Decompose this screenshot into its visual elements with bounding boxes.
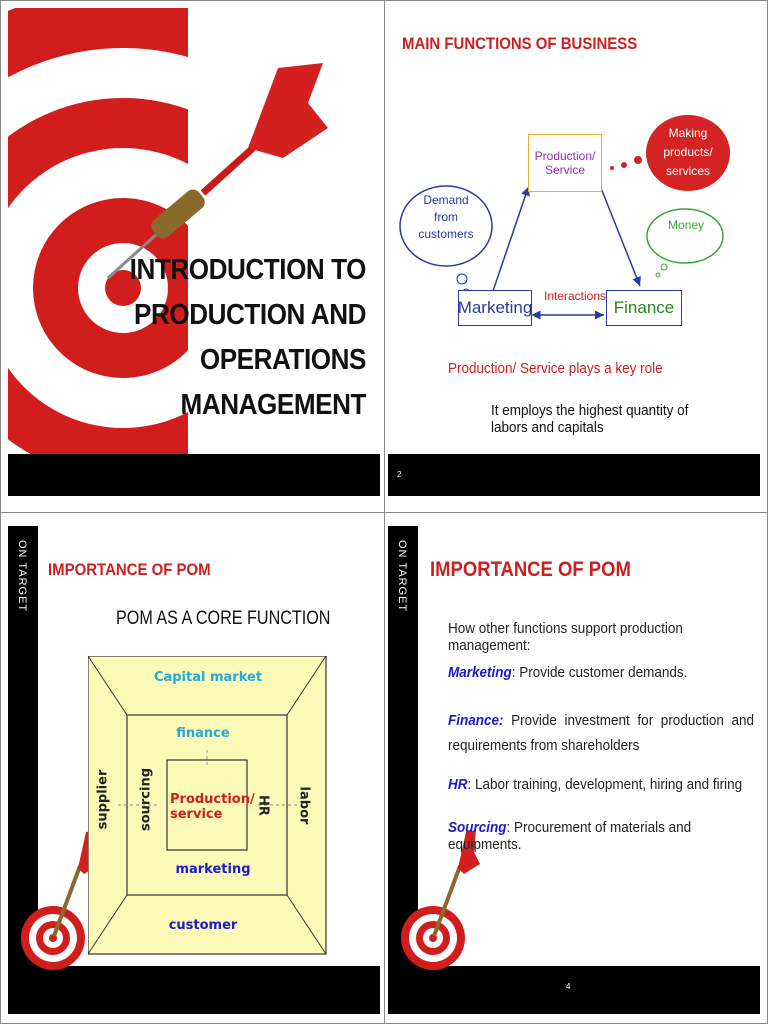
employs-text: It employs the highest quantity of labor… [491,402,689,436]
finance-label: Finance [613,298,675,317]
text-finance: Provide investment for production and re… [448,712,754,754]
footer-bar [8,966,380,1014]
term-sourcing: Sourcing [448,819,507,836]
core-function-diagram [88,656,327,955]
intro-text: How other functions support production m… [448,620,683,654]
slide-title: MAIN FUNCTIONS OF BUSINESS [402,34,638,53]
text-hr: : Labor training, development, hiring an… [467,776,743,793]
money-label: Money [668,218,705,232]
interactions-label: Interactions [544,289,607,303]
production-label: Production/ Service [534,149,596,177]
dartboard-icon [8,8,380,458]
footer-bar [8,454,380,496]
slide-title: INTRODUCTION TO PRODUCTION AND OPERATION… [44,248,367,428]
slide-1: INTRODUCTION TO PRODUCTION AND OPERATION… [8,8,380,496]
functions-diagram [399,115,730,320]
key-role-text: Production/ Service plays a key role [448,360,663,377]
item-sourcing: Sourcing: Procurement of materials and e… [448,819,745,853]
marketing-box: Marketing [458,290,532,326]
term-hr: HR [448,776,468,793]
marketing-label: Marketing [457,298,533,317]
slide-2: MAIN FUNCTIONS OF BUSINESS Production/ [388,8,760,496]
footer-bar: 4 [388,966,760,1014]
text-sourcing: : Procurement of materials and equipment… [448,819,692,853]
title-line-2: PRODUCTION AND [134,299,366,331]
slide-4: ON TARGET 4 IMPORTANCE OF POM How other … [388,526,760,1014]
demand-label: Demand from customers [418,193,474,241]
finance-box: Finance [606,290,682,326]
slide-subtitle: POM AS A CORE FUNCTION [116,608,331,629]
term-finance: Finance: [448,712,504,729]
slide-title: IMPORTANCE OF POM [430,558,631,581]
production-box: Production/ Service [528,134,602,192]
title-line-3: OPERATIONS MANAGEMENT [180,344,367,421]
making-label: Making products/ services [663,126,713,178]
title-line-1: INTRODUCTION TO [129,254,367,286]
item-finance: Finance: Provide investment for producti… [448,708,754,758]
customer-label: customer [168,918,238,933]
page-number: 4 [566,982,571,991]
term-marketing: Marketing [448,664,512,681]
page-number: 2 [397,470,402,479]
dartboard-icon [401,830,480,970]
item-hr: HR: Labor training, development, hiring … [448,776,745,793]
slide-3: ON TARGET IMPORTANCE OF POM POM AS A COR… [8,526,380,1014]
horizontal-divider [0,512,768,513]
item-marketing: Marketing: Provide customer demands. [448,664,745,681]
text-marketing: : Provide customer demands. [511,664,688,681]
marketing-label: marketing [175,862,251,877]
capital-market-label: Capital market [153,670,263,685]
slide-title: IMPORTANCE OF POM [48,560,211,579]
finance-label: finance [176,726,230,741]
production-label: Production/ service [170,792,255,822]
footer-bar: 2 [388,454,760,496]
